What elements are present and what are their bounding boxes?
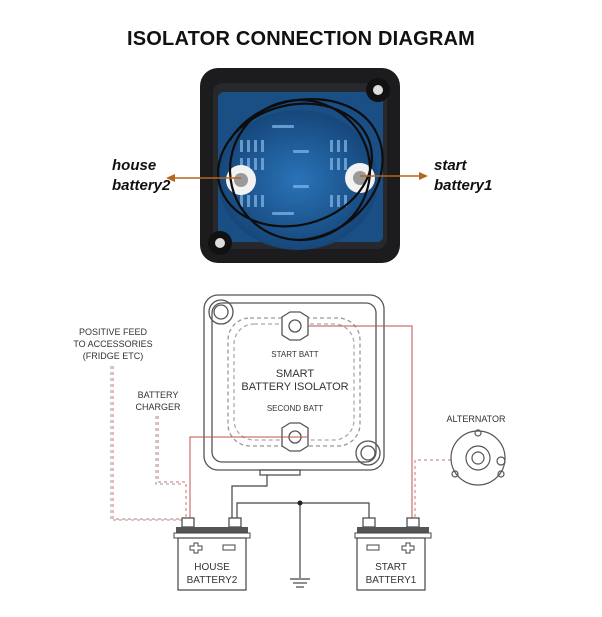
wire-charger [157, 416, 187, 520]
label-line: battery2 [112, 177, 171, 194]
minus-icon [222, 544, 236, 551]
house-battery2-photo-label: house battery2 [112, 156, 170, 196]
wire-negative-bus [236, 502, 370, 520]
isolator-name-line2: BATTERY ISOLATOR [241, 381, 348, 393]
plus-icon [401, 542, 415, 554]
second-batt-label: SECOND BATT [267, 404, 323, 413]
house-battery: HOUSE BATTERY2 [173, 517, 251, 591]
house-battery-line2: BATTERY2 [187, 575, 238, 586]
start-battery-line1: START [375, 562, 407, 573]
diagram-title: ISOLATOR CONNECTION DIAGRAM [127, 28, 475, 50]
charger-line1: BATTERY [138, 390, 179, 400]
wire-start-positive [308, 325, 413, 520]
isolator-name-line1: SMART [276, 368, 315, 380]
wire-alternator [414, 459, 451, 520]
alternator-icon [450, 429, 506, 486]
label-line: battery1 [434, 177, 493, 194]
start-batt-label: START BATT [271, 350, 319, 359]
positive-feed-line3: (FRIDGE ETC) [83, 351, 144, 361]
alternator-label: ALTERNATOR [446, 414, 506, 424]
wire-isolator-ground [231, 475, 268, 520]
positive-feed-line1: POSITIVE FEED [79, 327, 148, 337]
start-battery-line2: BATTERY1 [366, 575, 417, 586]
start-battery: START BATTERY1 [354, 517, 432, 591]
ground-junction [297, 500, 303, 506]
house-battery-line1: HOUSE [194, 562, 230, 573]
label-line: house [112, 157, 157, 174]
start-battery1-photo-label: start battery1 [434, 156, 492, 196]
wire-house-positive [189, 436, 308, 520]
minus-icon [366, 544, 380, 551]
positive-feed-line2: TO ACCESSORIES [73, 339, 152, 349]
plus-icon [189, 542, 203, 554]
label-line: start [434, 157, 467, 174]
charger-line2: CHARGER [135, 402, 181, 412]
